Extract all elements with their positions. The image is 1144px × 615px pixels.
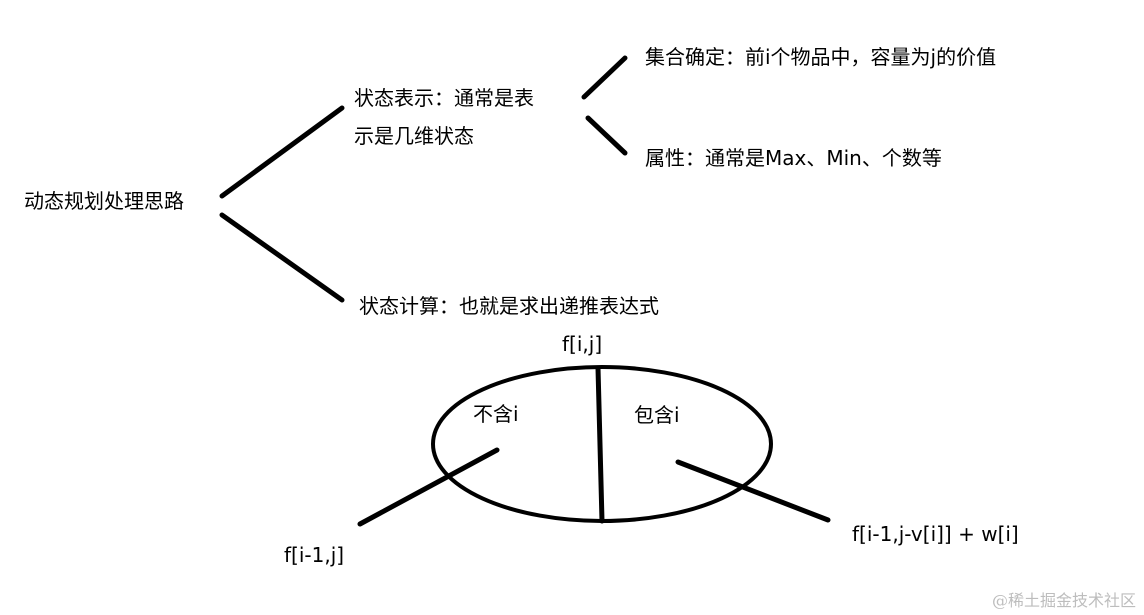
set-top-label: f[i,j]	[562, 332, 603, 356]
root-node-label: 动态规划处理思路	[24, 189, 184, 213]
left-part-label: 不含i	[473, 402, 519, 426]
connector-root-to-representation	[219, 105, 345, 199]
connector-representation-to-attribute	[585, 115, 628, 156]
connector-right-formula	[675, 459, 831, 523]
connector-root-to-computation	[219, 212, 345, 303]
state-representation-line1: 状态表示：通常是表	[354, 86, 534, 110]
connector-left-formula	[357, 447, 500, 527]
state-computation-label: 状态计算：也就是求出递推表达式	[359, 294, 659, 318]
left-formula-label: f[i-1,j]	[284, 543, 345, 567]
attribute-label: 属性：通常是Max、Min、个数等	[645, 146, 942, 170]
right-part-label: 包含i	[634, 403, 680, 427]
right-formula-label: f[i-1,j-v[i]] + w[i]	[852, 522, 1019, 546]
set-definition-label: 集合确定：前i个物品中，容量为j的价值	[645, 45, 997, 69]
connector-representation-to-set	[581, 55, 628, 100]
partition-divider	[595, 365, 605, 524]
watermark-text: @稀土掘金技术社区	[991, 591, 1136, 610]
state-representation-line2: 示是几维状态	[354, 124, 474, 148]
